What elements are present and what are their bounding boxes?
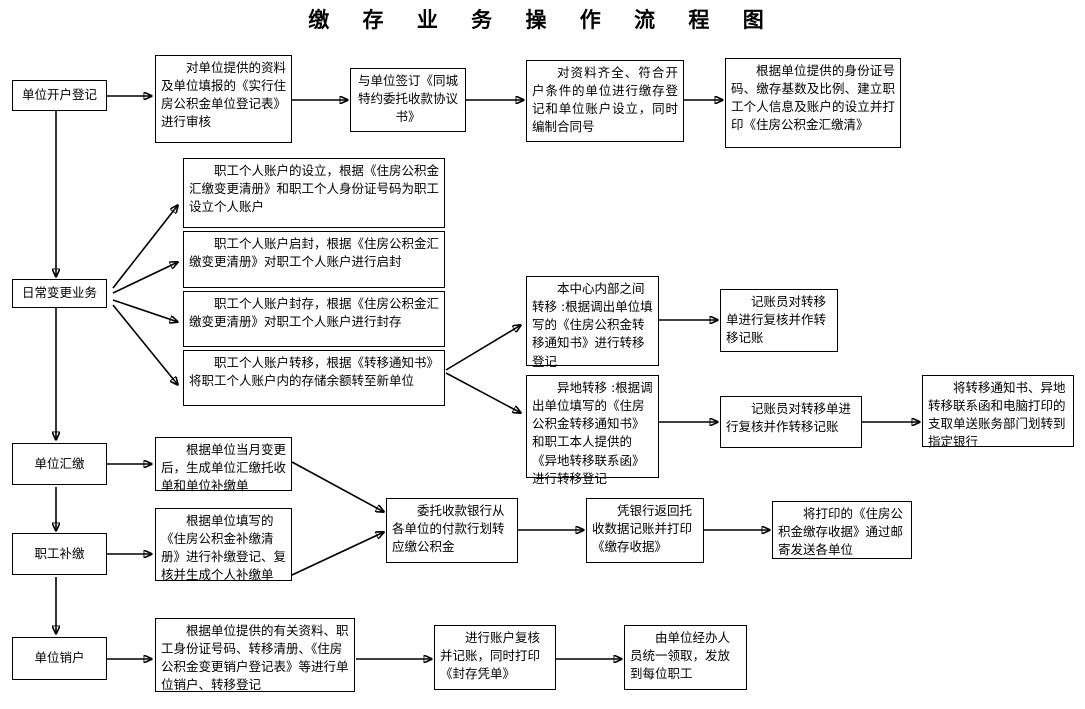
node-unit-collection[interactable]: 单位汇缴 xyxy=(12,443,107,485)
node-remote-transfer[interactable]: 异地转移 :根据调出单位填写的《住房公积金转移通知书》和职工本人提供的《异地转移… xyxy=(526,375,659,486)
node-entrust-bank-transfer[interactable]: 委托收款银行从各单位的付款行划转应缴公积金 xyxy=(386,498,518,563)
node-build-employee-info[interactable]: 根据单位提供的身份证号码、缴存基数及比例、建立职工个人信息及账户的设立并打印《住… xyxy=(725,58,901,148)
node-internal-transfer-recheck[interactable]: 记账员对转移单进行复核并作转移记账 xyxy=(720,289,838,352)
node-remote-transfer-recheck[interactable]: 记账员对转移单进行复核并作转移记账 xyxy=(720,396,862,448)
node-bank-return-voucher[interactable]: 凭银行返回托收数据记账并打印《缴存收据》 xyxy=(586,498,704,563)
node-internal-transfer[interactable]: 本中心内部之间转移 :根据调出单位填写的《住房公积金转移通知书》进行转移登记 xyxy=(526,276,659,369)
node-sign-agreement[interactable]: 与单位签订《同城特约委托收款协议书》 xyxy=(350,68,466,132)
node-mail-receipts[interactable]: 将打印的《住房公积金缴存收据》通过邮寄发送各单位 xyxy=(772,501,912,559)
node-collection-detail[interactable]: 根据单位当月变更后，生成单位汇缴托收单和单位补缴单 xyxy=(155,437,292,493)
node-close-account-detail[interactable]: 根据单位提供的有关资料、职工身份证号码、转移清册、《住房公积金变更销户登记表》等… xyxy=(155,618,355,692)
node-supplement-detail[interactable]: 根据单位填写的《住房公积金补缴清册》进行补缴登记、复核并生成个人补缴单 xyxy=(155,508,292,582)
node-personal-account-transfer[interactable]: 职工个人账户转移，根据《转移通知书》将职工个人账户内的存储余额转至新单位 xyxy=(183,350,445,406)
page-title: 缴 存 业 务 操 作 流 程 图 xyxy=(308,7,777,32)
node-deposit-registration[interactable]: 对资料齐全、符合开户条件的单位进行缴存登记和单位账户设立，同时编制合同号 xyxy=(526,60,684,142)
node-personal-account-unseal[interactable]: 职工个人账户启封，根据《住房公积金汇缴变更清册》对职工个人账户进行启封 xyxy=(183,231,445,288)
node-unit-account-open[interactable]: 单位开户登记 xyxy=(12,80,107,111)
node-daily-change-business[interactable]: 日常变更业务 xyxy=(12,279,107,308)
node-account-recheck[interactable]: 进行账户复核并记账，同时打印《封存凭单》 xyxy=(434,625,556,690)
node-unit-close-account[interactable]: 单位销户 xyxy=(12,637,107,680)
node-employee-supplement[interactable]: 职工补缴 xyxy=(12,533,107,575)
node-personal-account-seal[interactable]: 职工个人账户封存，根据《住房公积金汇缴变更清册》对职工个人账户进行封存 xyxy=(183,291,445,347)
node-handout-to-employees[interactable]: 由单位经办人员统一领取，发放到每位职工 xyxy=(624,625,747,690)
node-send-to-bank[interactable]: 将转移通知书、异地转移联系函和电脑打印的支取单送账务部门划转到指定银行 xyxy=(922,375,1074,449)
node-personal-account-setup[interactable]: 职工个人账户的设立，根据《住房公积金汇缴变更清册》和职工个人身份证号码为职工设立… xyxy=(183,158,445,228)
node-audit-materials[interactable]: 对单位提供的资料及单位填报的《实行住房公积金单位登记表》进行审核 xyxy=(155,55,292,143)
